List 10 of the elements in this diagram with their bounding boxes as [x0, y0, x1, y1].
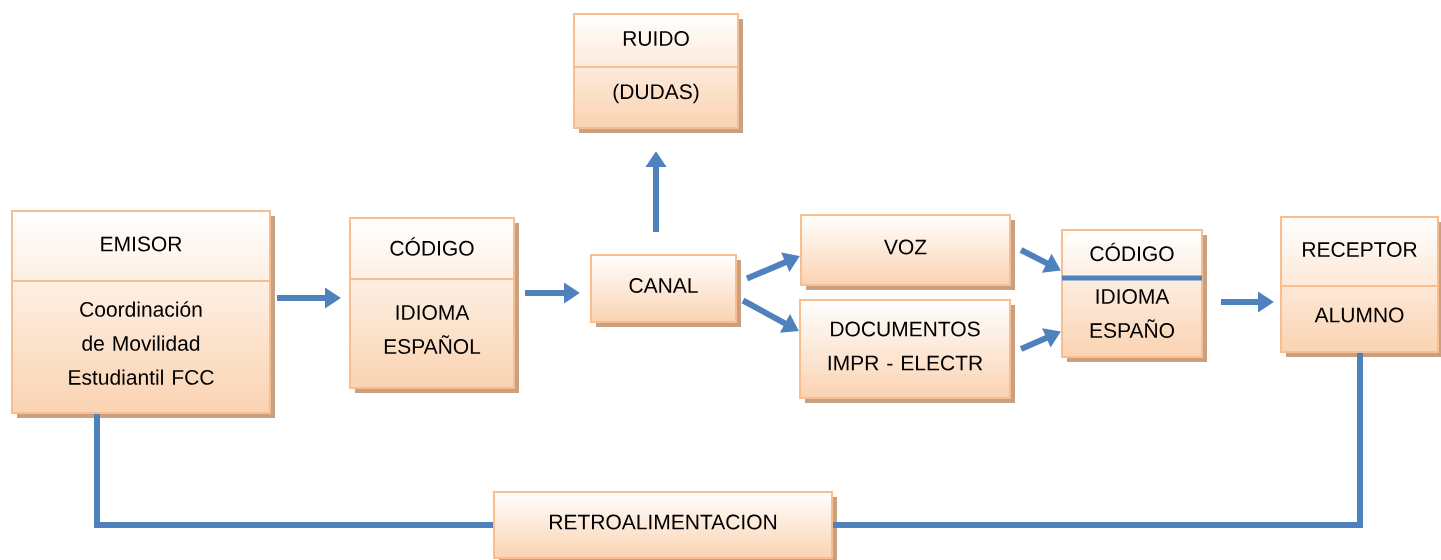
process-box: CÓDIGO IDIOMA ESPAÑO: [1061, 229, 1207, 362]
process-box: VOZ: [800, 214, 1015, 290]
connector-line: [833, 353, 1363, 528]
process-box: EMISOR Coordinación de Movilidad Estudiantil FCC: [11, 210, 275, 418]
process-box: CÓDIGO IDIOMA ESPAÑOL: [349, 217, 519, 393]
process-box: DOCUMENTOS IMPR - ELECTR: [799, 299, 1015, 403]
process-box: RETROALIMENTACION: [493, 491, 837, 560]
process-box: RECEPTOR ALUMNO: [1280, 216, 1441, 357]
process-box: RUIDO (DUDAS): [573, 13, 743, 133]
process-box: CANAL: [590, 254, 741, 327]
